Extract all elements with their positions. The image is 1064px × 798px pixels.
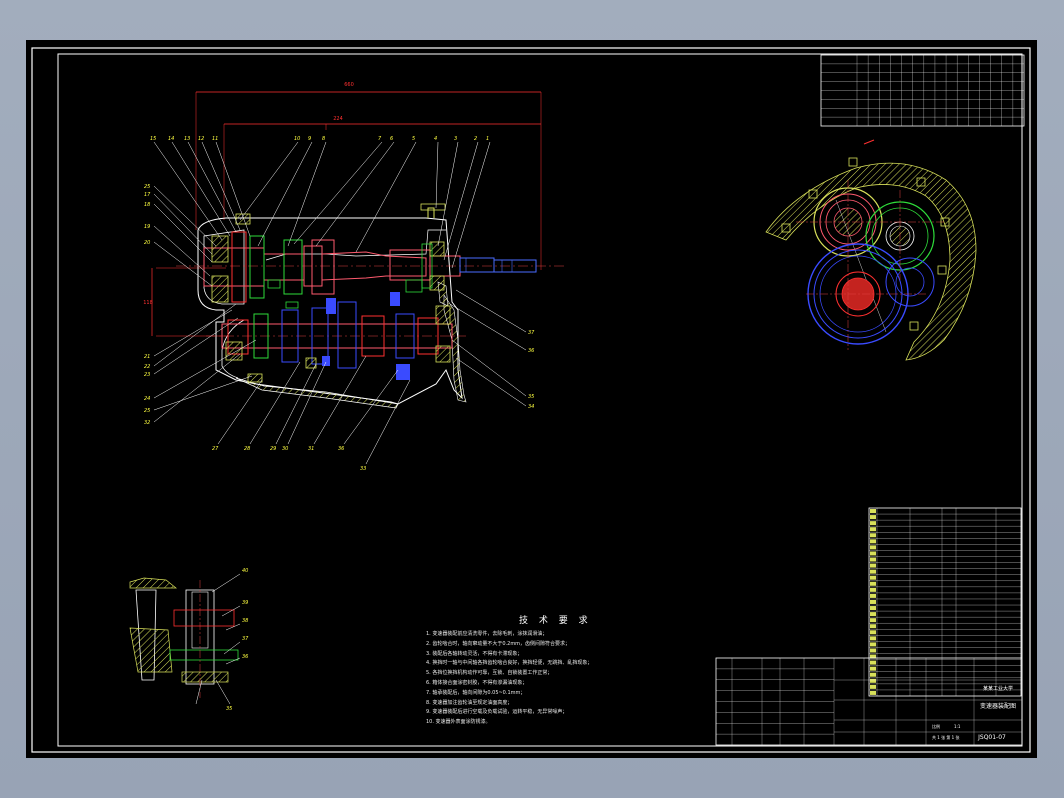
tech-requirement-item: 8. 变速器加注齿轮油至规定油面高度； xyxy=(426,699,513,706)
drawing-viewport[interactable]: 660 224 118 xyxy=(26,40,1037,758)
side-gear-view xyxy=(765,139,977,361)
tech-requirement-item: 5. 各挡位换挡机构动作可靠，互锁、自锁装置工作正常； xyxy=(426,670,553,677)
title-drawing-number: JSQ01-07 xyxy=(977,734,1006,741)
part-number-label: 19 xyxy=(144,224,150,230)
part-number-label: 8 xyxy=(322,136,325,142)
part-number-label: 21 xyxy=(144,354,150,360)
part-number-label: 20 xyxy=(144,240,150,246)
tech-requirement-item: 6. 箱体接合面涂密封胶，不得有渗漏油现象； xyxy=(426,679,528,686)
part-number-label: 30 xyxy=(282,446,288,452)
part-number-label: 15 xyxy=(150,136,156,142)
title-block: 某某工业大学 变速器装配图 JSQ01-07 比例 1:1 共 1 张 第 1 … xyxy=(715,657,1023,746)
title-company: 某某工业大学 xyxy=(983,685,1013,692)
title-drawing-name: 变速器装配图 xyxy=(980,702,1016,710)
part-number-label: 25 xyxy=(144,408,150,414)
part-number-label: 6 xyxy=(390,136,393,142)
tech-requirement-item: 7. 轴承装配后，轴向间隙为0.05~0.1mm； xyxy=(426,689,526,696)
part-number-label: 36 xyxy=(338,446,344,452)
title-scale-value: 1:1 xyxy=(954,724,961,729)
part-number-label: 1 xyxy=(486,136,489,142)
part-number-label: 33 xyxy=(360,466,366,472)
tech-requirement-item: 4. 换挡时一轴与中间轴各挡齿轮啮合良好，换挡轻便，无跳挡、乱挡现象； xyxy=(426,660,593,667)
drawing-inner-border xyxy=(57,53,1023,747)
part-number-label: 28 xyxy=(244,446,250,452)
part-number-label: 17 xyxy=(144,192,151,198)
part-number-label: 35 xyxy=(528,394,534,400)
part-number-label: 2 xyxy=(474,136,477,142)
part-number-label: 37 xyxy=(528,330,535,336)
part-number-label: 18 xyxy=(144,202,150,208)
part-number-label: 10 xyxy=(294,136,300,142)
part-number-label: 7 xyxy=(378,136,382,142)
title-sheet: 共 1 张 第 1 张 xyxy=(932,734,959,740)
tech-requirement-item: 1. 变速器装配前应清洗零件，去除毛刺，涂抹润滑油； xyxy=(426,631,548,637)
part-number-label: 13 xyxy=(184,136,190,142)
detail-view xyxy=(129,573,241,705)
part-number-label: 27 xyxy=(212,446,219,452)
tech-requirements-title: 技 术 要 求 xyxy=(519,616,592,626)
part-number-label: 11 xyxy=(212,136,218,142)
main-section-view: 660 224 118 xyxy=(143,82,566,465)
tech-requirement-item: 9. 变速器装配后进行空载及负载试验，运转平稳，无异常噪声； xyxy=(426,709,568,716)
part-number-label: 23 xyxy=(144,372,150,378)
part-number-label: 39 xyxy=(242,600,248,606)
cad-drawing: 660 224 118 xyxy=(31,47,1031,753)
part-number-label: 38 xyxy=(242,618,248,624)
part-number-label: 14 xyxy=(168,136,174,142)
part-number-label: 22 xyxy=(144,364,150,370)
part-number-label: 32 xyxy=(144,420,150,426)
part-number-label: 4 xyxy=(434,136,437,142)
part-number-label: 24 xyxy=(144,396,150,402)
title-scale-label: 比例 xyxy=(932,723,940,729)
dim-inner: 224 xyxy=(333,116,343,122)
drawing-border xyxy=(31,47,1031,753)
part-number-label: 36 xyxy=(528,348,534,354)
parts-list xyxy=(868,507,1022,697)
part-number-label: 12 xyxy=(198,136,204,142)
dim-center-distance: 118 xyxy=(143,300,153,306)
tech-requirement-item: 10. 变速器外表面涂防锈漆。 xyxy=(426,719,491,726)
part-number-label: 36 xyxy=(242,654,248,660)
part-number-label: 29 xyxy=(270,446,276,452)
part-number-label: 9 xyxy=(308,136,311,142)
part-number-label: 37 xyxy=(242,636,249,642)
part-number-label: 3 xyxy=(454,136,457,142)
tech-requirement-item: 3. 装配后各轴转动灵活，不得有卡滞现象； xyxy=(426,650,523,657)
dim-overall: 660 xyxy=(344,82,354,88)
part-number-label: 40 xyxy=(242,568,248,574)
part-number-label: 25 xyxy=(144,184,150,190)
tech-requirements-list: 1. 变速器装配前应清洗零件，去除毛刺，涂抹润滑油； 2. 齿轮啮合时，轴向窜动量… xyxy=(426,630,726,728)
part-number-label: 31 xyxy=(308,446,314,452)
tech-requirement-item: 2. 齿轮啮合时，轴向窜动量不大于0.2mm，齿侧间隙符合要求； xyxy=(426,640,571,647)
part-number-label: 5 xyxy=(412,136,415,142)
part-number-label: 35 xyxy=(226,706,232,712)
part-number-label: 34 xyxy=(528,404,534,410)
gear-parameter-table xyxy=(820,54,1025,127)
